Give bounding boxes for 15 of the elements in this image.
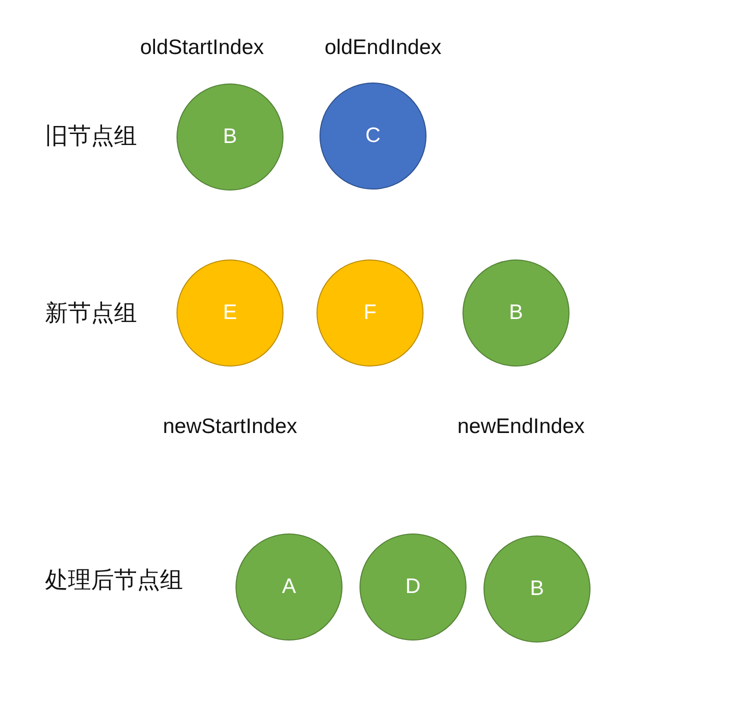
index-label: oldEndIndex: [324, 36, 442, 60]
node-label: A: [282, 575, 296, 599]
row-label: 处理后节点组: [45, 566, 183, 596]
node-label: D: [405, 575, 421, 599]
node-label: B: [222, 125, 237, 149]
row-label: 旧节点组: [45, 122, 137, 152]
node-label: C: [365, 124, 381, 148]
index-label: newEndIndex: [457, 415, 585, 439]
node-label: E: [222, 301, 237, 325]
node-label: F: [364, 301, 376, 325]
node-label: B: [530, 577, 544, 601]
node-label: B: [508, 301, 523, 325]
index-label: oldStartIndex: [140, 36, 264, 60]
row-label: 新节点组: [45, 300, 137, 328]
index-label: newStartIndex: [162, 415, 298, 439]
